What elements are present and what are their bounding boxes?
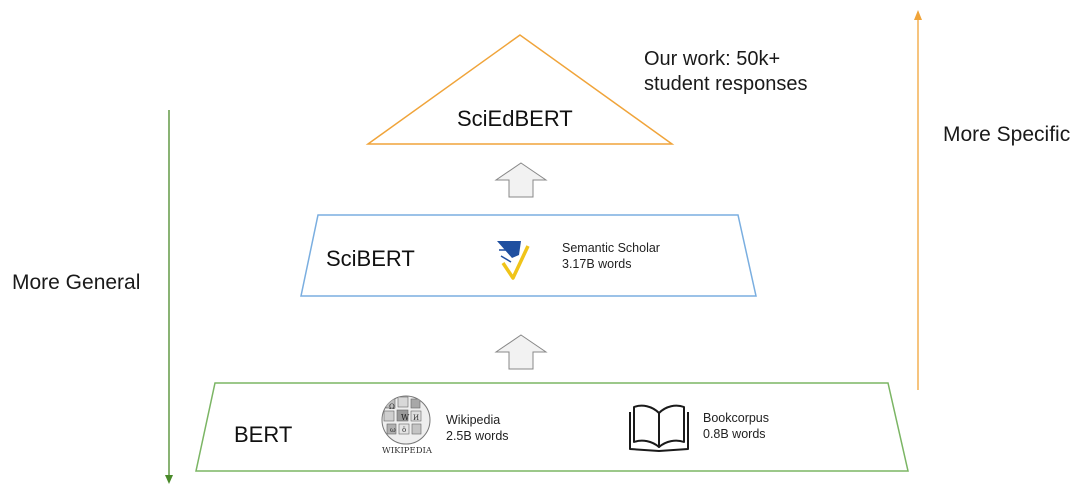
up-arrow-upper xyxy=(494,162,548,198)
wikipedia-size: 2.5B words xyxy=(446,429,509,443)
wikipedia-globe-icon: Ω W И ω ö xyxy=(381,395,431,445)
semantic-scholar-name: Semantic Scholar xyxy=(562,241,660,255)
up-arrow-lower xyxy=(494,334,548,370)
middle-tier-trapezoid xyxy=(300,214,757,297)
svg-text:W: W xyxy=(401,413,410,422)
middle-tier-model-label: SciBERT xyxy=(326,246,415,271)
top-tier-note-line1: Our work: 50k+ xyxy=(644,48,781,70)
general-arrow xyxy=(165,110,173,484)
semantic-scholar-logo-icon xyxy=(497,241,530,280)
open-book-icon xyxy=(629,404,689,452)
bottom-tier-trapezoid xyxy=(195,382,909,472)
bookcorpus-name: Bookcorpus xyxy=(703,411,770,425)
semantic-scholar-size: 3.17B words xyxy=(562,257,632,271)
bookcorpus-size: 0.8B words xyxy=(703,427,766,441)
top-tier-model-label: SciEdBERT xyxy=(457,106,573,131)
wikipedia-name: Wikipedia xyxy=(446,413,501,427)
svg-text:Ω: Ω xyxy=(389,403,395,411)
wikipedia-logo-text: WIKIPEDIA xyxy=(382,446,433,456)
left-axis-label: More General xyxy=(12,271,141,294)
specific-arrow xyxy=(914,10,922,390)
bottom-tier-model-label: BERT xyxy=(234,422,293,447)
top-tier-note-line2: student responses xyxy=(644,73,808,95)
top-tier-triangle xyxy=(365,34,675,145)
svg-text:ω: ω xyxy=(390,426,396,434)
svg-text:ö: ö xyxy=(402,426,406,434)
svg-text:И: И xyxy=(413,414,419,422)
right-axis-label: More Specific xyxy=(943,123,1071,146)
